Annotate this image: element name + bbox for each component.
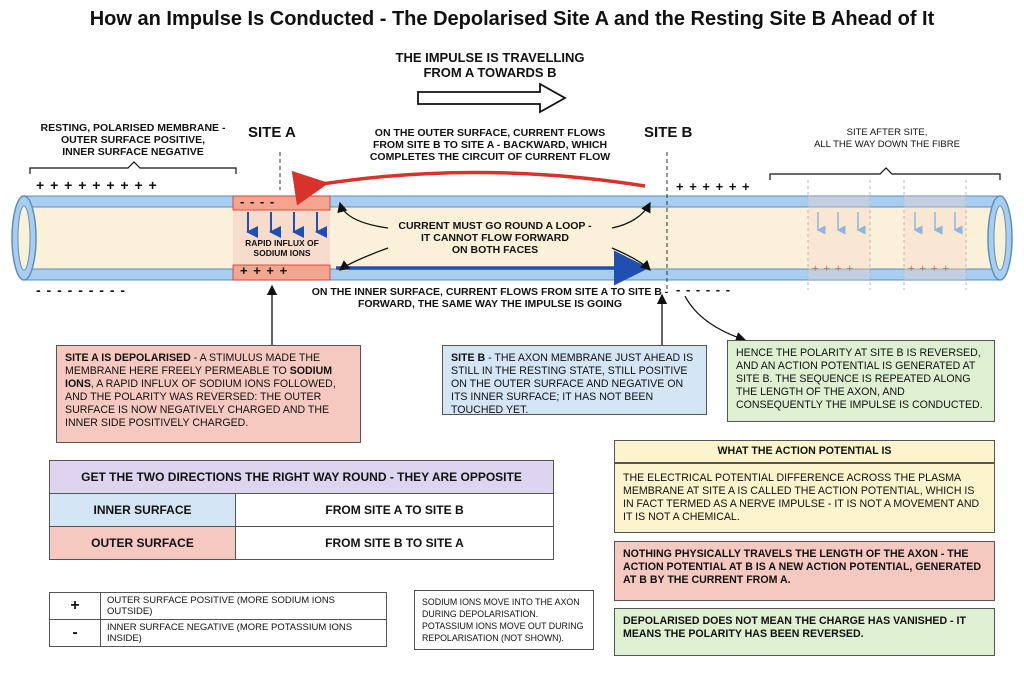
- directions-heading: GET THE TWO DIRECTIONS THE RIGHT WAY ROU…: [49, 460, 554, 494]
- plus-legend-text: OUTER SURFACE POSITIVE (MORE SODIUM IONS…: [100, 592, 387, 620]
- ghost-site: [808, 196, 870, 280]
- ghost-plus-signs: + + + +: [908, 263, 950, 275]
- loop-arrow: [337, 201, 389, 229]
- loop-arrow: [338, 247, 389, 271]
- inner-surface-direction: FROM SITE A TO SITE B: [235, 493, 554, 527]
- after-brace: [769, 167, 1001, 180]
- resting-membrane-label: RESTING, POLARISED MEMBRANE - OUTER SURF…: [28, 122, 238, 158]
- box-text: , A RAPID INFLUX OF SODIUM IONS FOLLOWED…: [65, 378, 336, 429]
- inner-surface-label: INNER SURFACE: [49, 493, 236, 527]
- resting-brace: [29, 161, 237, 174]
- depolarised-meaning-box: DEPOLARISED DOES NOT MEAN THE CHARGE HAS…: [614, 608, 995, 656]
- label-line: ON BOTH FACES: [451, 244, 539, 256]
- site-b-label: SITE B: [644, 124, 693, 141]
- outer-surface-direction: FROM SITE B TO SITE A: [235, 526, 554, 560]
- minus-legend-text: INNER SURFACE NEGATIVE (MORE POTASSIUM I…: [100, 619, 387, 647]
- pointer-hence: [684, 295, 747, 343]
- box-emphasis: SITE B: [451, 352, 486, 364]
- label-line: ON THE OUTER SURFACE, CURRENT FLOWS: [374, 127, 606, 139]
- outer-surface-label: OUTER SURFACE: [49, 526, 236, 560]
- label-line: RESTING, POLARISED MEMBRANE -: [40, 122, 226, 134]
- plus-symbol: +: [49, 592, 101, 620]
- label-line: ON THE INNER SURFACE, CURRENT FLOWS FROM…: [311, 286, 669, 298]
- action-potential-definition: THE ELECTRICAL POTENTIAL DIFFERENCE ACRO…: [614, 463, 995, 533]
- minus-symbol: -: [49, 619, 101, 647]
- nothing-travels-box: NOTHING PHYSICALLY TRAVELS THE LENGTH OF…: [614, 541, 995, 601]
- site-a-label: SITE A: [248, 124, 296, 141]
- box-text: - A STIMULUS MADE THE MEMBRANE HERE FREE…: [65, 352, 321, 377]
- label-line: ALL THE WAY DOWN THE FIBRE: [814, 139, 960, 150]
- label-line: CURRENT MUST GO ROUND A LOOP -: [398, 220, 592, 232]
- label-line: SITE AFTER SITE,: [846, 127, 928, 138]
- site-after-site-label: SITE AFTER SITE, ALL THE WAY DOWN THE FI…: [772, 127, 1002, 151]
- directions-table: GET THE TWO DIRECTIONS THE RIGHT WAY ROU…: [49, 460, 554, 560]
- label-line: COMPLETES THE CIRCUIT OF CURRENT FLOW: [369, 151, 611, 163]
- label-line: IT CANNOT FLOW FORWARD: [421, 232, 569, 244]
- label-line: OUTER SURFACE POSITIVE,: [60, 134, 206, 146]
- site-a-outer-signs: - - - -: [240, 194, 276, 209]
- site-a-explanation-box: SITE A IS DEPOLARISED - A STIMULUS MADE …: [56, 345, 361, 443]
- box-emphasis: SODIUM IONS: [65, 365, 333, 390]
- outer-plus-signs: + + + + + + + + +: [36, 177, 158, 193]
- loop-arrow: [611, 201, 651, 229]
- site-b-outer-signs: + + + + + +: [676, 179, 751, 194]
- label-line: SODIUM IONS: [253, 248, 311, 258]
- label-line: INNER SURFACE NEGATIVE: [62, 146, 204, 158]
- action-potential-heading: WHAT THE ACTION POTENTIAL IS: [614, 440, 995, 463]
- hence-explanation-box: HENCE THE POLARITY AT SITE B IS REVERSED…: [727, 340, 995, 422]
- label-line: FROM SITE B TO SITE A - BACKWARD, WHICH: [372, 139, 608, 151]
- loop-label: CURRENT MUST GO ROUND A LOOP - IT CANNOT…: [380, 220, 610, 256]
- ghost-plus-signs: + + + +: [812, 263, 854, 275]
- sodium-influx-label: RAPID INFLUX OF SODIUM IONS: [236, 238, 328, 258]
- impulse-direction-line: FROM A TOWARDS B: [423, 65, 557, 80]
- legend-table: + OUTER SURFACE POSITIVE (MORE SODIUM IO…: [49, 592, 387, 647]
- inner-current-label: ON THE INNER SURFACE, CURRENT FLOWS FROM…: [300, 286, 680, 310]
- ghost-site: [904, 196, 966, 280]
- impulse-direction-label: THE IMPULSE IS TRAVELLING FROM A TOWARDS…: [360, 50, 620, 80]
- label-line: FORWARD, THE SAME WAY THE IMPULSE IS GOI…: [357, 298, 623, 310]
- site-a-inner-signs: + + + +: [240, 263, 289, 278]
- box-emphasis: SITE A IS DEPOLARISED: [65, 352, 191, 364]
- box-text: - THE AXON MEMBRANE JUST AHEAD IS STILL …: [451, 352, 694, 416]
- site-b-explanation-box: SITE B - THE AXON MEMBRANE JUST AHEAD IS…: [442, 345, 707, 416]
- impulse-arrow: [417, 82, 567, 114]
- ions-note: SODIUM IONS MOVE INTO THE AXON DURING DE…: [414, 590, 594, 650]
- outer-current-arrow: [291, 170, 646, 206]
- impulse-direction-line: THE IMPULSE IS TRAVELLING: [395, 50, 585, 65]
- site-b-inner-signs: - - - - - -: [676, 282, 732, 297]
- inner-minus-signs: - - - - - - - - -: [36, 282, 127, 298]
- loop-arrow: [611, 247, 651, 271]
- outer-current-label: ON THE OUTER SURFACE, CURRENT FLOWS FROM…: [340, 127, 640, 163]
- label-line: RAPID INFLUX OF: [245, 238, 319, 248]
- page-title: How an Impulse Is Conducted - The Depola…: [89, 8, 935, 30]
